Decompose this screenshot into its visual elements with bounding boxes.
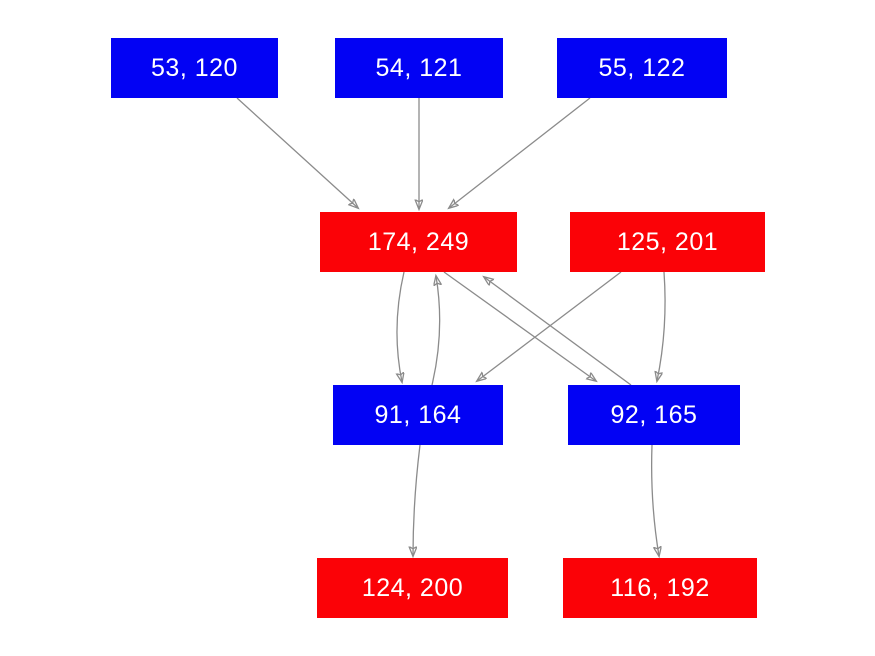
graph-node-91-164: 91, 164 (333, 385, 503, 445)
graph-node-116-192: 116, 192 (563, 558, 757, 618)
node-label: 124, 200 (361, 573, 464, 602)
graph-node-55-122: 55, 122 (557, 38, 727, 98)
node-label: 55, 122 (598, 53, 686, 82)
graph-node-54-121: 54, 121 (335, 38, 503, 98)
node-label: 174, 249 (367, 227, 470, 256)
graph-node-53-120: 53, 120 (111, 38, 278, 98)
node-label: 116, 192 (610, 573, 710, 602)
edge-174-249-to-92-165 (443, 271, 596, 381)
graph-node-125-201: 125, 201 (570, 212, 765, 272)
node-label: 91, 164 (374, 400, 462, 429)
edge-91-164-to-124-200 (413, 444, 421, 556)
edge-174-249-to-91-164 (397, 271, 404, 382)
graph-node-174-249: 174, 249 (320, 212, 517, 272)
edge-91-164-to-174-249 (431, 276, 440, 386)
node-label: 92, 165 (610, 400, 698, 429)
edge-53-120-to-174-249 (236, 97, 358, 208)
edge-92-165-to-174-249 (484, 277, 632, 386)
edge-55-122-to-174-249 (449, 97, 591, 208)
node-label: 53, 120 (151, 53, 238, 82)
edge-125-201-to-92-165 (657, 271, 666, 381)
node-label: 125, 201 (616, 227, 719, 256)
edge-92-165-to-116-192 (650, 444, 659, 556)
graph-node-92-165: 92, 165 (568, 385, 740, 445)
node-label: 54, 121 (375, 53, 463, 82)
graph-node-124-200: 124, 200 (317, 558, 508, 618)
edge-125-201-to-91-164 (477, 271, 622, 381)
